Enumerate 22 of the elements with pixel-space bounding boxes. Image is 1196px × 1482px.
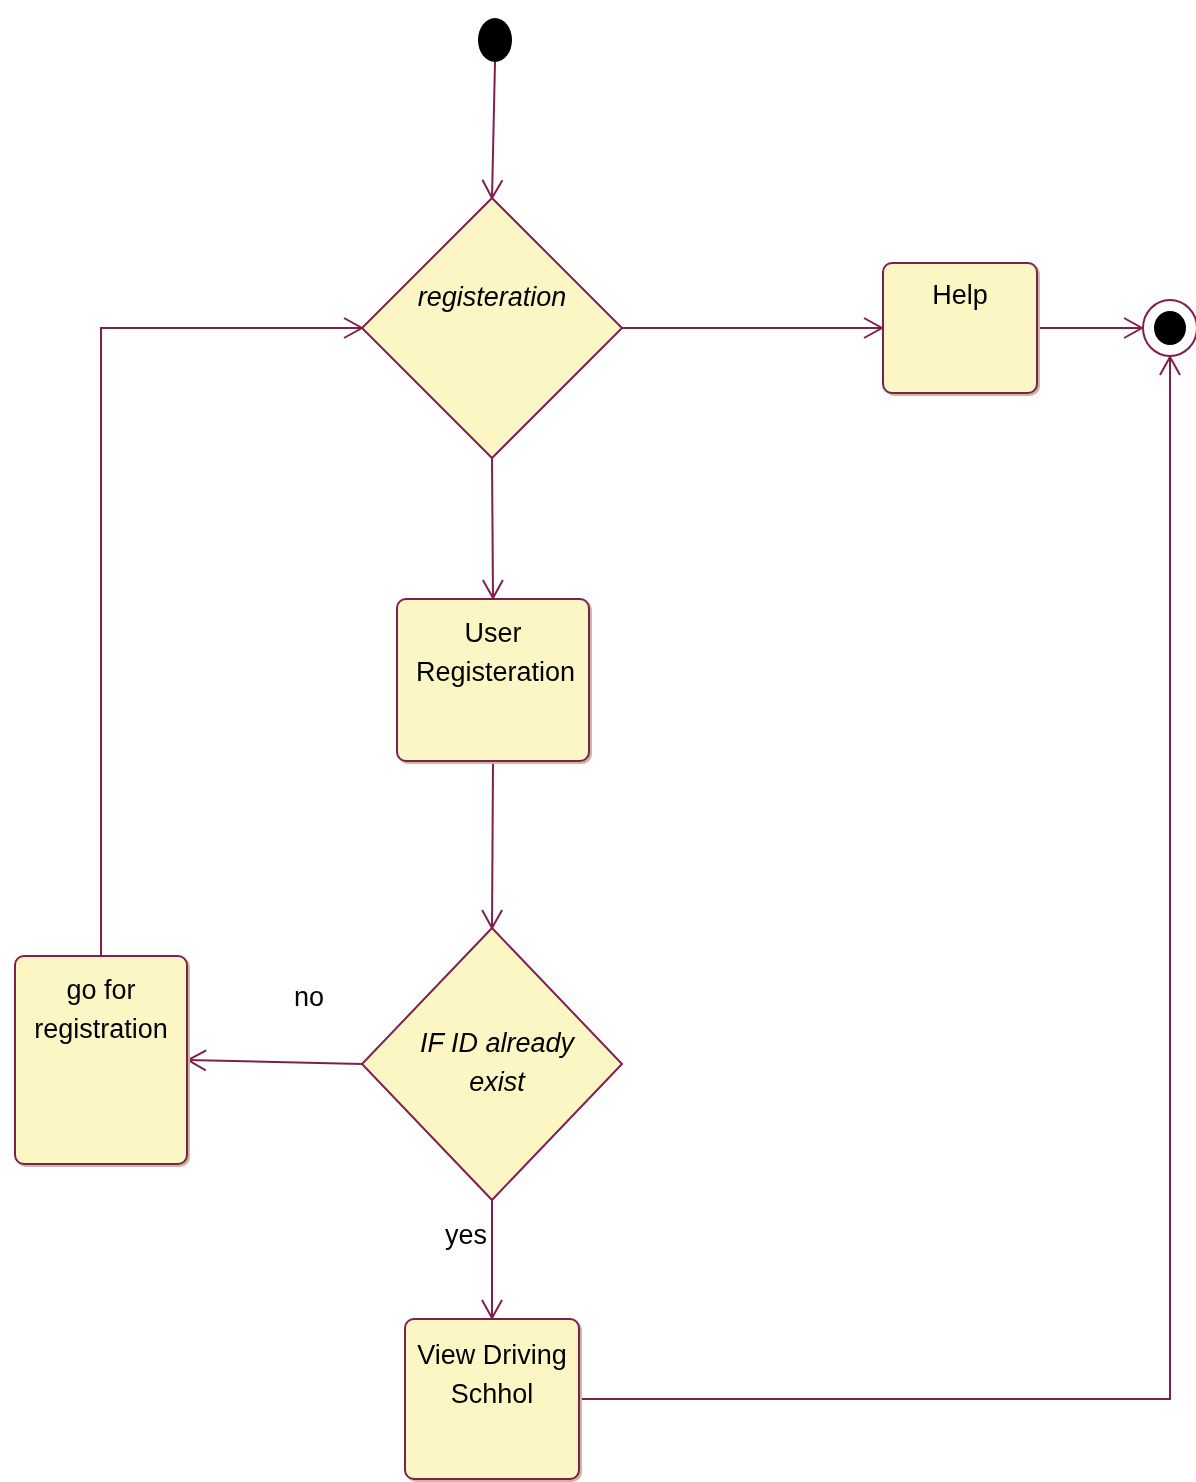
arrow — [481, 761, 504, 929]
activity-box — [396, 598, 590, 762]
decision-label: IF ID already exist — [418, 1027, 576, 1100]
activity-label: View Driving Schhol — [416, 1339, 568, 1412]
arrow — [481, 1199, 503, 1319]
decision-label: registeration — [416, 281, 568, 314]
activity-label: Help — [931, 279, 989, 312]
decision-diamond — [362, 928, 622, 1200]
activity-box — [882, 262, 1038, 394]
activity-box — [14, 955, 188, 1165]
activity-box — [404, 1318, 580, 1480]
arrow — [100, 317, 363, 956]
arrow — [481, 61, 504, 199]
arrow — [187, 1049, 363, 1072]
arrow — [621, 317, 883, 339]
activity-label: go for registration — [34, 974, 168, 1047]
arrow — [1037, 317, 1143, 339]
final-node — [1142, 299, 1196, 357]
decision-diamond — [362, 198, 622, 458]
initial-node — [478, 18, 512, 62]
arrow — [579, 356, 1181, 1400]
arrow — [481, 457, 504, 599]
